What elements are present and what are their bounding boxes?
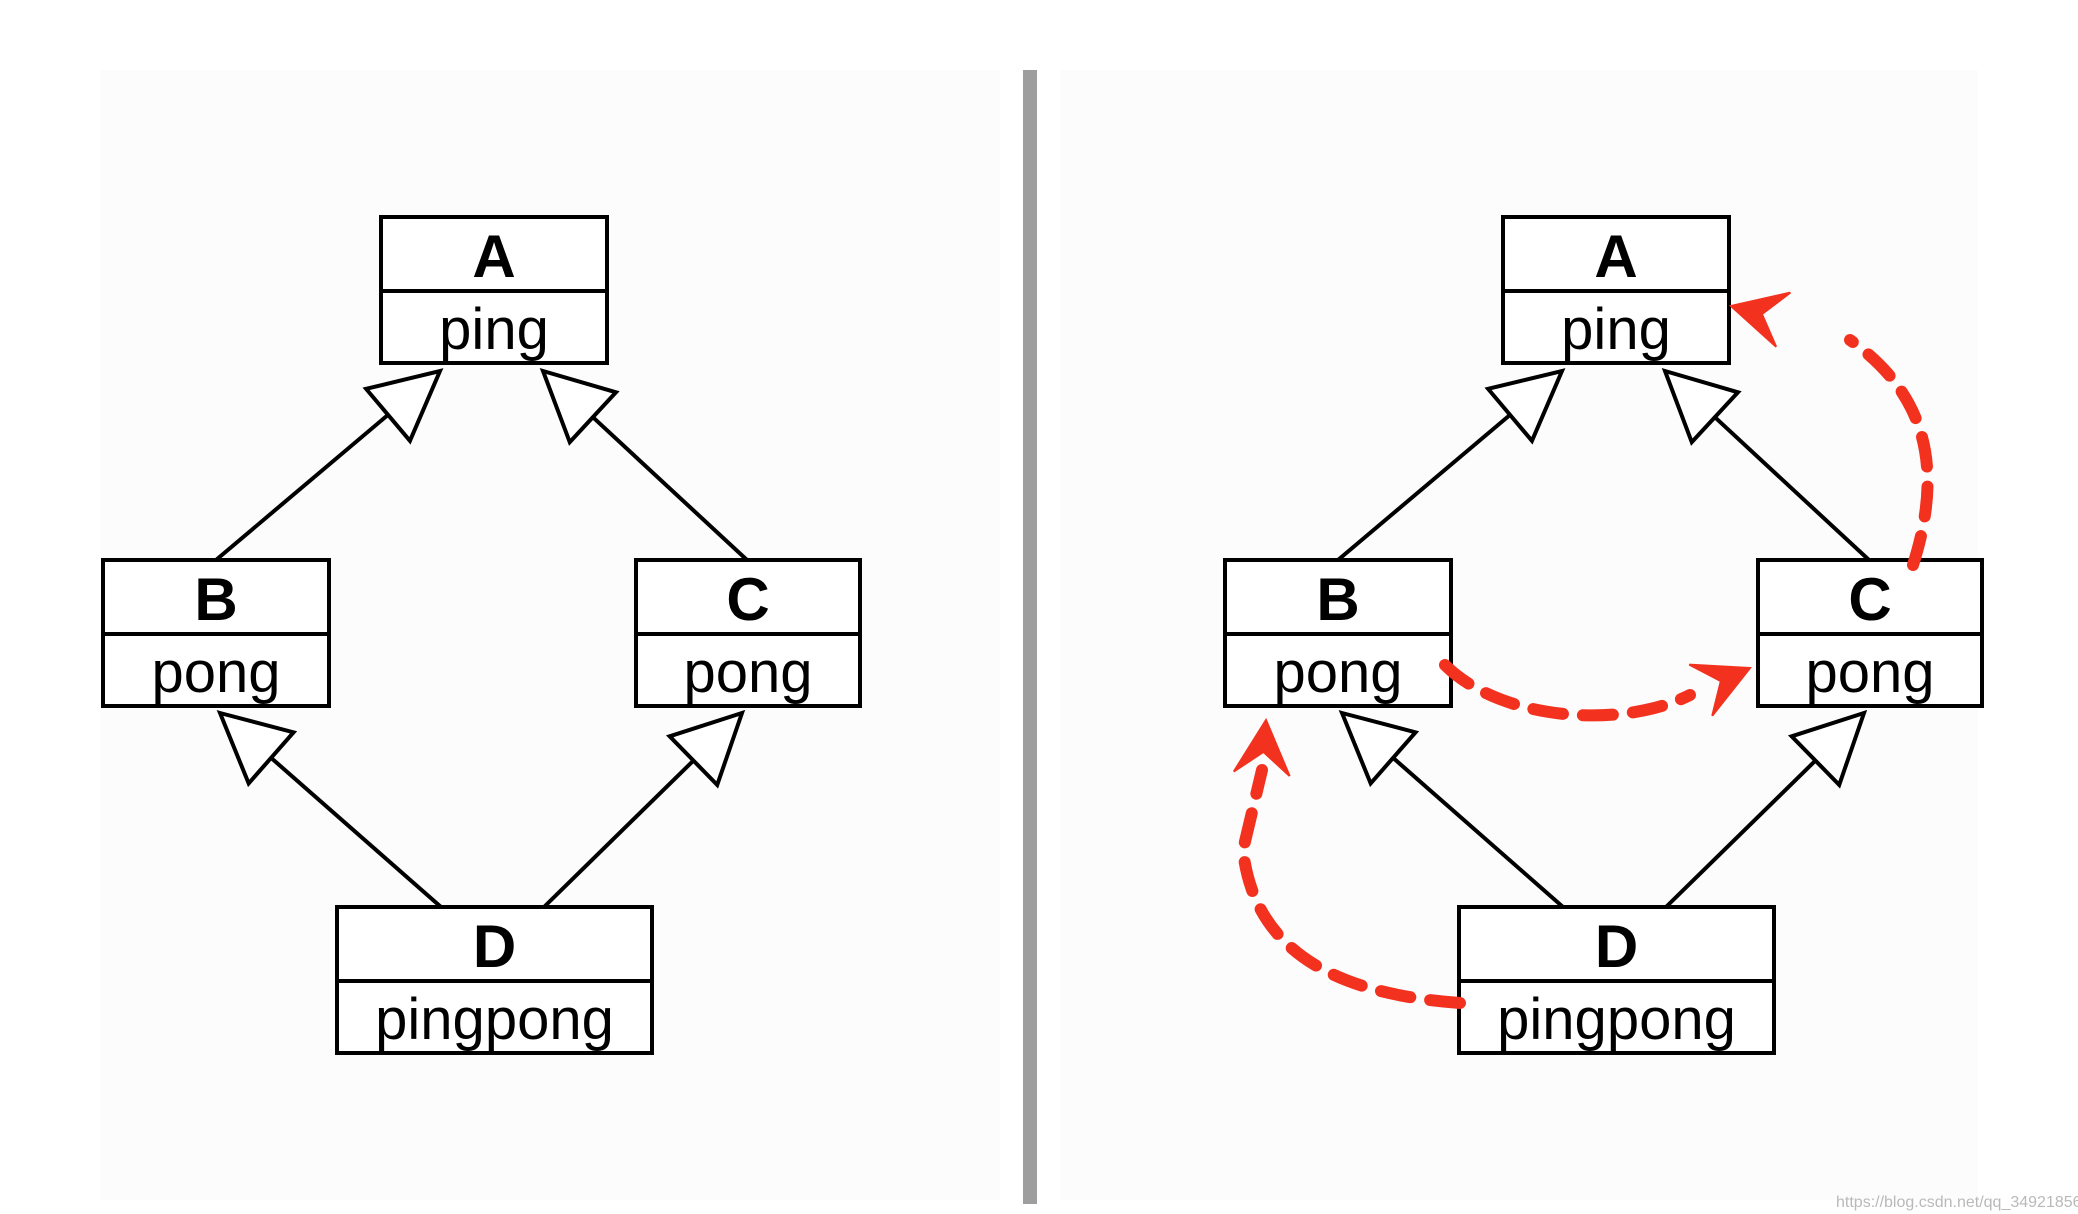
inherit-b-to-a-line [1336,413,1512,562]
inherit-b-to-a-hollow-arrowhead [362,368,444,445]
class-name: C [726,566,769,633]
left-inheritance-edges [214,367,749,909]
lookup-b-to-c-dashed-path [1439,659,1696,722]
class-member: pingpong [1497,987,1736,1052]
class-name: A [1594,223,1637,290]
lookup-d-to-b-dashed-path [1236,764,1466,1009]
inherit-b-to-a-line [214,413,390,562]
class-member: pong [683,640,812,705]
right-lookup-order-arrows [1232,291,1934,1009]
inherit-d-to-c-hollow-arrowhead [1787,709,1868,789]
inherit-d-to-b-line [269,756,443,909]
lookup-d-to-b-arrowhead [1232,717,1291,777]
class-member: pingpong [375,987,614,1052]
class-name: A [472,223,515,290]
class-name: D [473,913,516,980]
class-member: pong [151,640,280,705]
inherit-d-to-b-line [1391,756,1565,909]
class-name: B [1316,566,1359,633]
class-name: D [1595,913,1638,980]
inherit-d-to-b-hollow-arrowhead [1338,710,1420,788]
inherit-c-to-a-hollow-arrowhead [1661,367,1742,446]
class-name: C [1848,566,1891,633]
class-member: pong [1805,640,1934,705]
class-member: pong [1273,640,1402,705]
inherit-d-to-c-line [1664,759,1817,909]
inherit-d-to-c-hollow-arrowhead [665,709,746,789]
lookup-c-to-a-arrowhead [1728,291,1791,348]
class-member: ping [1561,297,1671,362]
watermark-text: https://blog.csdn.net/qq_34921856 [1836,1194,2078,1211]
class-name: B [194,566,237,633]
inherit-c-to-a-line [591,415,749,562]
inherit-c-to-a-line [1713,415,1871,562]
inherit-b-to-a-hollow-arrowhead [1484,368,1566,445]
lookup-b-to-c-arrowhead [1688,663,1752,717]
lookup-c-to-a-dashed-path [1844,334,1934,571]
right-inheritance-edges [1336,367,1871,909]
inherit-d-to-c-line [542,759,695,909]
class-member: ping [439,297,549,362]
inherit-c-to-a-hollow-arrowhead [539,367,620,446]
inherit-d-to-b-hollow-arrowhead [216,710,298,788]
